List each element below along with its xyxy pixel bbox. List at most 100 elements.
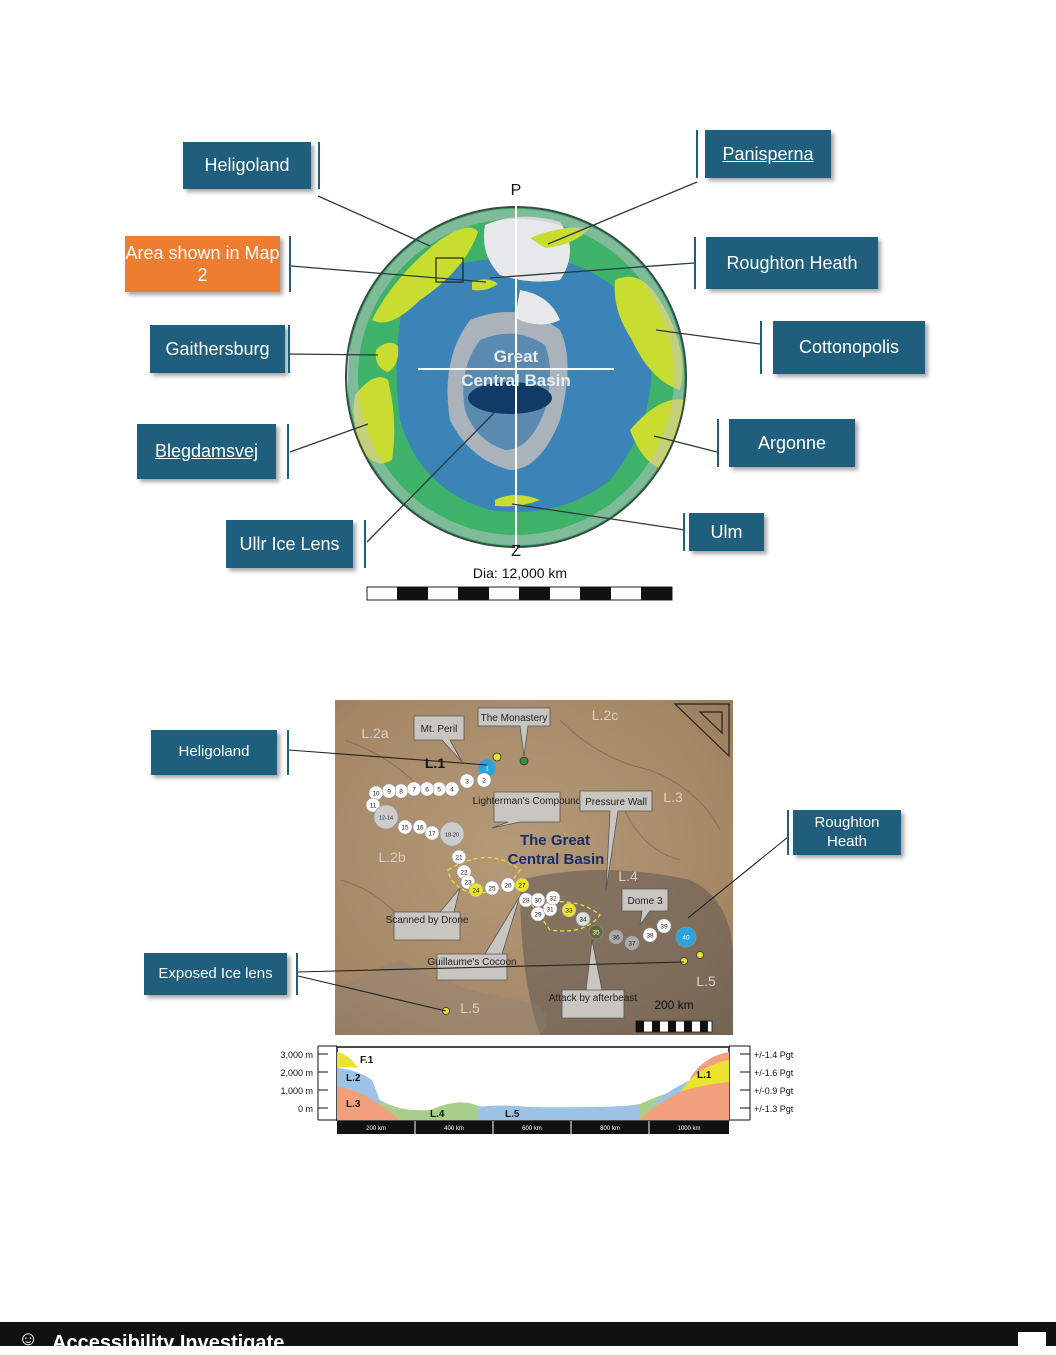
waypoint-label: 17	[428, 831, 436, 838]
layer-l3: L.3	[346, 1099, 361, 1110]
x-label-1000: 1000 km	[677, 1126, 700, 1132]
accessibility-title: Accessibility Investigate	[52, 1332, 285, 1354]
label-ulm: Ulm	[689, 513, 764, 551]
cross-section-profile: F.1 L.2 L.3 L.4 L.5 L.1 3,000 m 2,000 m …	[280, 1045, 794, 1134]
waypoint-label: 33	[565, 908, 573, 915]
waypoint-label: 8	[399, 789, 403, 796]
basin-title-line2: Central Basin	[508, 851, 605, 868]
callout-scanned: Scanned by Drone	[386, 915, 469, 926]
waypoint-label: 11	[370, 803, 377, 810]
waypoint-marker	[412, 819, 428, 835]
x-label-200: 200 km	[366, 1126, 386, 1132]
right-label-4: +/-1.3 Pgt	[754, 1104, 794, 1114]
globe-map: P Z Great Central Basin Dia: 12,000 km	[289, 181, 761, 601]
layer-l2: L.2	[346, 1073, 361, 1084]
waypoint-marker	[468, 882, 484, 898]
label-heligoland: Heligoland	[183, 142, 311, 189]
layer-l5: L.5	[505, 1109, 520, 1120]
label-area-map2: Area shown in Map 2	[125, 236, 280, 292]
region-l2c: L.2c	[592, 707, 618, 723]
waypoint-marker	[545, 890, 561, 906]
region-l2b: L.2b	[378, 849, 405, 865]
waypoint-label: 35	[592, 930, 600, 937]
y-label-2000: 2,000 m	[280, 1068, 313, 1078]
waypoint-label: 16	[416, 825, 424, 832]
callout-attack: Attack by afterbeast	[549, 993, 638, 1004]
callout-dome3: Dome 3	[627, 896, 662, 907]
waypoint-marker	[476, 772, 492, 788]
map2-scale-label: 200 km	[654, 998, 693, 1012]
waypoint-marker	[642, 927, 658, 943]
waypoint-label: 2	[482, 778, 486, 785]
waypoint-label: 22	[460, 870, 468, 877]
callout-monastery: The Monastery	[481, 713, 548, 724]
waypoint-marker	[514, 877, 530, 893]
basin-title-line1: The Great	[520, 832, 590, 849]
region-l1: L.1	[425, 755, 445, 771]
label-heligoland-map2: Heligoland	[151, 730, 277, 775]
waypoint-label: 38	[646, 933, 654, 940]
y-label-1000: 1,000 m	[280, 1086, 313, 1096]
waypoint-label: 36	[612, 935, 620, 942]
waypoint-label: 3	[465, 779, 469, 786]
waypoint-label: 28	[522, 898, 530, 905]
label-gaithersburg: Gaithersburg	[150, 325, 285, 373]
waypoint-label: 1	[485, 766, 489, 773]
right-label-2: +/-1.6 Pgt	[754, 1068, 794, 1078]
waypoint-label: 24	[472, 888, 480, 895]
waypoint-marker	[530, 892, 546, 908]
label-cottonopolis: Cottonopolis	[773, 321, 925, 374]
waypoint-label: 39	[660, 924, 668, 931]
region-l5-east: L.5	[696, 973, 716, 989]
label-exposed-ice-lens: Exposed Ice lens	[144, 953, 287, 995]
waypoint-label: 32	[549, 896, 557, 903]
waypoint-marker	[451, 849, 467, 865]
waypoint-label: 7	[412, 787, 416, 794]
accessibility-icon[interactable]: ☺	[18, 1328, 39, 1350]
waypoint-marker	[439, 821, 465, 847]
x-label-800: 800 km	[600, 1126, 620, 1132]
waypoint-label: 5	[437, 787, 441, 794]
pole-top: P	[511, 182, 522, 199]
waypoint-label: 27	[518, 883, 526, 890]
layer-l4: L.4	[430, 1109, 445, 1120]
waypoint-label: 4	[450, 787, 454, 794]
waypoint-label: 6	[425, 787, 429, 794]
x-label-400: 400 km	[444, 1126, 464, 1132]
callout-pressure-wall: Pressure Wall	[585, 797, 647, 808]
label-argonne: Argonne	[729, 419, 855, 467]
waypoint-marker	[575, 911, 591, 927]
waypoint-label: 21	[455, 855, 463, 862]
map2-area-box	[435, 257, 464, 283]
accessibility-toolbar[interactable]: ☺ Accessibility Investigate	[0, 1322, 1056, 1354]
waypoint-label: 12-14	[379, 816, 393, 822]
label-blegdamsvej: Blegdamsvej	[137, 424, 276, 479]
basin-label-line1: Great	[494, 347, 539, 366]
expand-icon[interactable]	[1018, 1332, 1046, 1350]
callout-guillaume: Guillaume's Cocoon	[427, 957, 516, 968]
region-l4: L.4	[618, 868, 638, 884]
waypoint-label: 34	[579, 917, 587, 924]
layer-l1: L.1	[697, 1070, 712, 1081]
label-panisperna: Panisperna	[705, 130, 831, 178]
label-roughton-heath: Roughton Heath	[706, 237, 878, 289]
waypoint-marker	[608, 929, 624, 945]
diameter-label: Dia: 12,000 km	[473, 565, 567, 581]
waypoint-label: 9	[387, 789, 391, 796]
waypoint-label: 29	[534, 912, 542, 919]
pole-bottom: Z	[511, 543, 521, 560]
waypoint-marker	[588, 924, 604, 940]
waypoint-marker	[624, 935, 640, 951]
ruler-icon	[673, 703, 730, 758]
y-label-0: 0 m	[298, 1104, 313, 1114]
layer-f1: F.1	[360, 1055, 374, 1066]
waypoint-label: 31	[546, 907, 554, 914]
waypoint-marker	[656, 918, 672, 934]
callout-mt-peril: Mt. Peril	[421, 724, 458, 735]
waypoint-marker	[397, 819, 413, 835]
waypoint-label: 15	[401, 825, 409, 832]
waypoint-label: 30	[534, 898, 542, 905]
x-label-600: 600 km	[522, 1126, 542, 1132]
right-label-1: +/-1.4 Pgt	[754, 1050, 794, 1060]
waypoint-label: 23	[464, 880, 472, 887]
